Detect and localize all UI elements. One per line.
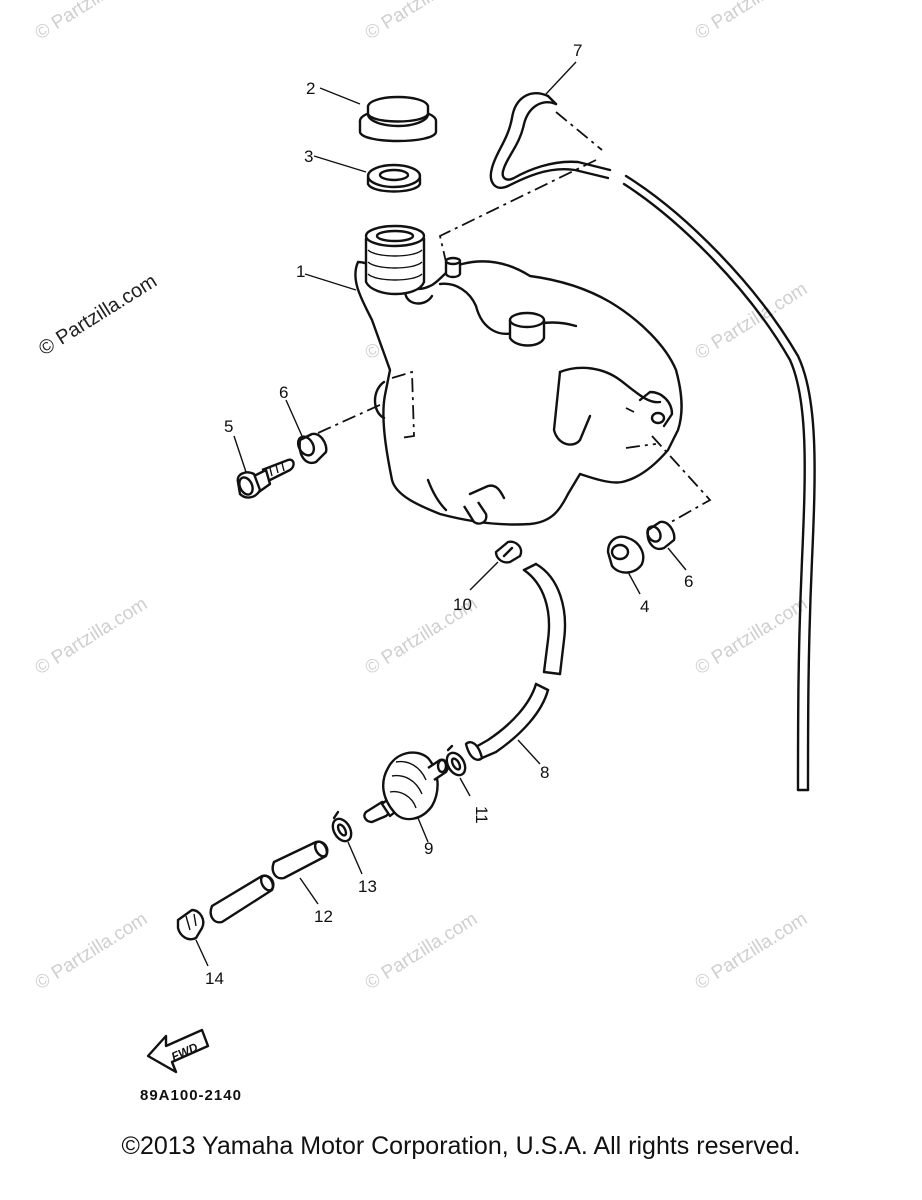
callout-5: 5 [224, 417, 233, 436]
watermark: © Partzilla.com [32, 909, 152, 995]
leader-lines [195, 61, 687, 967]
watermark: © Partzilla.com [32, 0, 152, 44]
watermark: © Partzilla.com [32, 594, 152, 680]
callout-4: 4 [640, 597, 649, 616]
part-12-hose [209, 840, 329, 924]
mount-dash-lines [317, 403, 712, 527]
part-6-collar-left [296, 432, 328, 465]
callout-9: 9 [424, 839, 433, 858]
watermark: © Partzilla.com [362, 909, 482, 995]
callout-14: 14 [205, 969, 224, 988]
part-4-grommet [606, 535, 645, 574]
watermark: © Partzilla.com [692, 594, 812, 680]
callout-6-right: 6 [684, 572, 693, 591]
part-13-clip [331, 810, 353, 843]
callout-10: 10 [453, 595, 472, 614]
callout-2: 2 [306, 79, 315, 98]
part-7-hose [438, 92, 816, 792]
callouts: 2 3 7 1 5 6 4 6 10 8 11 9 13 12 14 [205, 41, 693, 988]
part-11-clip [445, 744, 467, 777]
watermark: © Partzilla.com [692, 909, 812, 995]
part-5-bolt [236, 458, 295, 499]
callout-1: 1 [296, 262, 305, 281]
part-6-collar-right [646, 520, 676, 551]
part-1-tank [354, 224, 683, 526]
part-14-clip [176, 908, 205, 941]
part-10-clip [494, 540, 523, 564]
part-2-cap [358, 95, 438, 143]
callout-3: 3 [304, 147, 313, 166]
diagram-code: 89A100-2140 [140, 1087, 242, 1104]
watermark-dark: © Partzilla.com [35, 270, 161, 360]
copyright-notice: ©2013 Yamaha Motor Corporation, U.S.A. A… [121, 1132, 801, 1160]
fwd-arrow: FWD [146, 1028, 210, 1074]
callout-7: 7 [573, 41, 582, 60]
callout-13: 13 [358, 877, 377, 896]
callout-11: 11 [472, 806, 491, 824]
callout-8: 8 [540, 763, 549, 782]
callout-6-left: 6 [279, 383, 288, 402]
part-9-filter [363, 751, 449, 824]
watermark: © Partzilla.com [692, 0, 812, 44]
callout-12: 12 [314, 907, 333, 926]
part-3-gasket [366, 163, 422, 193]
watermark: © Partzilla.com [362, 0, 482, 44]
part-8-hose [464, 562, 567, 761]
